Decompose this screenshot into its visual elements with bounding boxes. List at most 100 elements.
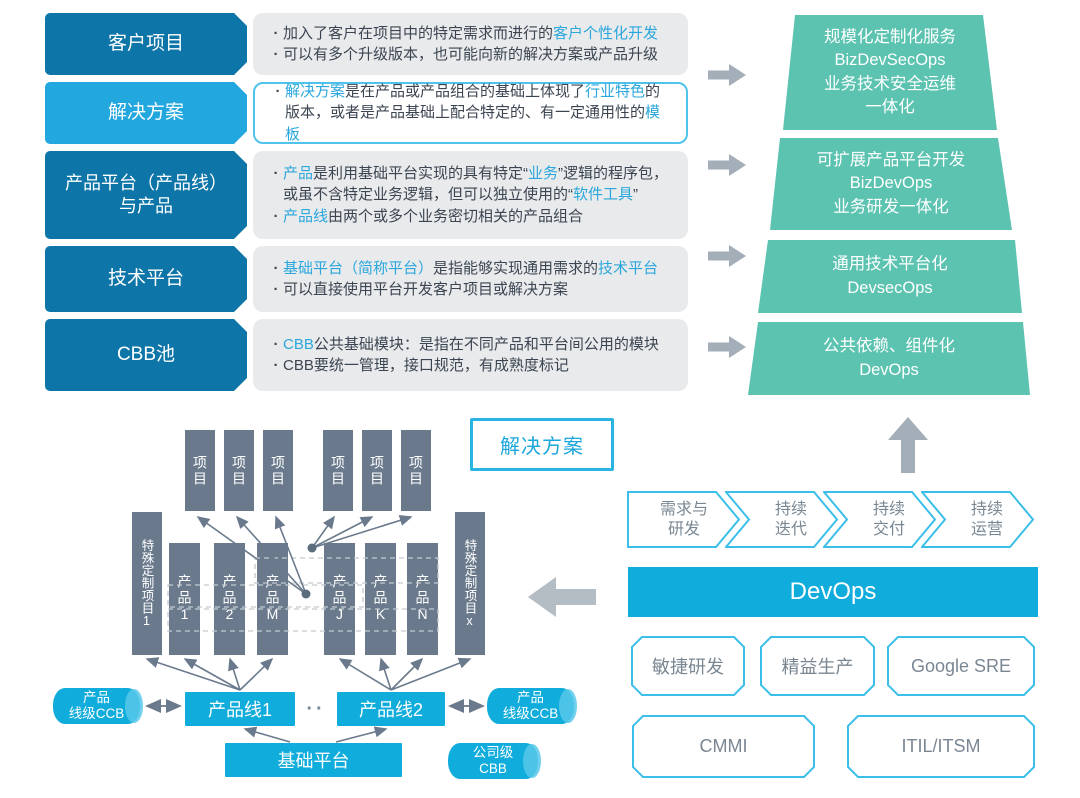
chevron-label: 需求与 研发 [627,491,741,548]
definition-label-text: 技术平台 [107,267,184,289]
funnel-level-text: DevOps [859,360,919,379]
definition-label-cbb-pool: CBB池 [45,319,247,391]
definition-label-text: 产品平台（产品线） [65,172,227,193]
project-bar-label: 项目 [408,454,424,487]
method-box-agile: 敏捷研发 [631,636,745,696]
cylinder-cap [559,689,577,723]
funnel-level-text: 可扩展产品平台开发 [816,151,966,170]
method-box-label: 精益生产 [781,657,854,677]
bullet-item: ·可以有多个升级版本，也可能向新的解决方案或产品升级 [273,46,659,63]
solution-callout-label: 解决方案 [500,436,584,458]
bullet-item: ·产品是利用基础平台实现的具有特定“业务”逻辑的程序包，或虽不含特定业务逻辑，但… [273,165,669,204]
chevron-shape [921,491,1035,548]
method-box-label: 敏捷研发 [652,657,724,677]
definition-label-text: 客户项目 [107,32,184,54]
cylinder-cap [125,689,143,723]
bullet-item: ·基础平台（简称平台）是指能够实现通用需求的技术平台 [273,259,659,277]
definition-label-text-line2: 与产品 [119,196,173,216]
definition-label-text: 解决方案 [107,101,184,123]
chevron-label: 持续 迭代 [725,491,839,548]
ellipsis-text: ·· [306,697,326,720]
definition-desc-customer-project: ·加入了客户在项目中的特定需求而进行的客户个性化开发·可以有多个升级版本，也可能… [253,13,688,75]
framework-box-cmmi: CMMI [632,715,815,778]
product-line-2-label: 产品线2 [358,700,423,720]
definition-bullets: ·基础平台（简称平台）是指能够实现通用需求的技术平台·可以直接使用平台开发客户项… [269,258,674,301]
beveled-box-shape [887,636,1035,696]
definition-label-product-platform: 产品平台（产品线） 与产品 [45,151,247,239]
cylinder-label-line1: 公司级 [472,745,514,761]
cylinder-label-line1: 产品 [517,690,544,706]
product-bar-m: 产品M [257,543,288,655]
definition-desc-tech-platform: ·基础平台（简称平台）是指能够实现通用需求的技术平台·可以直接使用平台开发客户项… [253,246,688,312]
funnel-level-text: 公共依赖、组件化 [823,337,955,356]
platform-to-lines-arrows [243,726,388,743]
definition-label-solution: 解决方案 [45,82,247,144]
framework-box-label: ITIL/ITSM [901,736,981,756]
beveled-box-shape [632,715,815,778]
devops-bar-label: DevOps [789,578,877,605]
project-bar-label: 项目 [270,454,286,487]
funnel-level-3: 通用技术平台化 DevsecOps [758,240,1022,313]
product-line-2-box: 产品线2 [337,692,445,726]
bullet-item: ·CBB要统一管理，接口规范，有成熟度标记 [273,357,569,374]
method-box-google-sre: Google SRE [887,636,1035,696]
method-box-lean: 精益生产 [760,636,875,696]
definition-desc-solution: ·解决方案是在产品或产品组合的基础上体现了行业特色的版本，或者是产品基础上配合特… [253,82,688,144]
chevron-label-line2: 交付 [872,520,905,538]
cylinder-cap [523,744,541,778]
product-bar-n: 产品N [407,543,438,655]
dashed-common-module-bands [167,557,439,632]
special-custom-project-x-bar: 特殊定制项目x [455,512,485,655]
funnel-level-4: 公共依赖、组件化 DevOps [748,322,1030,395]
funnel-level-text: BizDevSecOps [834,51,946,70]
definition-bullets: ·加入了客户在项目中的特定需求而进行的客户个性化开发·可以有多个升级版本，也可能… [269,23,674,66]
product-line-1-box: 产品线1 [185,692,295,726]
project-bar-label: 项目 [369,454,385,487]
base-platform-box: 基础平台 [225,743,402,777]
chevron-label-line1: 持续 [872,500,905,518]
project-bar-label: 项目 [231,454,247,487]
chevron-shape [823,491,937,548]
chevron-continuous-delivery: 持续 交付 [823,491,937,548]
product-bar-k: 产品K [365,543,396,655]
right-arrow-icon [708,245,746,267]
chevron-label: 持续 运营 [921,491,1035,548]
chevron-label-line2: 研发 [667,520,700,538]
chevron-label-line1: 需求与 [659,500,708,518]
project-bar: 项目 [323,430,353,511]
chevron-label-line2: 运营 [970,520,1003,538]
project-bar-label: 项目 [192,454,208,487]
product-line-ccb-cylinder-left: 产品 线级CCB [53,688,143,724]
cylinder-label-line2: 线级CCB [68,706,125,721]
chevron-requirements-rd: 需求与 研发 [627,491,741,548]
beveled-box-shape [631,636,745,696]
definition-label-tech-platform: 技术平台 [45,246,247,312]
funnel-level-text: 业务研发一体化 [833,197,949,216]
bullet-item: ·CBB公共基础模块：是指在不同产品和平台间公用的模块 [273,335,659,353]
base-platform-label: 基础平台 [277,751,350,771]
cylinder-label-line2: 线级CCB [502,706,559,721]
cylinder-label-line2: CBB [479,761,507,776]
project-bar-label: 项目 [330,454,346,487]
special-custom-project-1-bar: 特殊定制项目1 [132,512,162,655]
bullet-item: ·产品线由两个或多个业务密切相关的产品组合 [273,207,584,225]
framework-box-label: CMMI [699,736,748,756]
chevron-label-line1: 持续 [970,500,1003,518]
product-bar-label: 产品J [331,574,348,624]
project-bar: 项目 [224,430,254,511]
product-bar-2: 产品2 [214,543,245,655]
chevron-continuous-operation: 持续 运营 [921,491,1035,548]
project-bar: 项目 [401,430,431,511]
cylinder-label-line1: 产品 [83,690,110,706]
bullet-item: ·解决方案是在产品或产品组合的基础上体现了行业特色的版本，或者是产品基础上配合特… [275,83,661,143]
funnel-level-1: 规模化定制化服务 BizDevSecOps 业务技术安全运维 一体化 [783,15,997,130]
chevron-shape [627,491,741,548]
definition-desc-cbb-pool: ·CBB公共基础模块：是指在不同产品和平台间公用的模块 ·CBB要统一管理，接口规… [253,319,688,391]
definition-desc-product-platform: ·产品是利用基础平台实现的具有特定“业务”逻辑的程序包，或虽不含特定业务逻辑，但… [253,151,688,239]
definition-bullets: ·CBB公共基础模块：是指在不同产品和平台间公用的模块 ·CBB要统一管理，接口规… [269,334,674,377]
line2-to-products-arrows [338,657,472,691]
funnel-level-text: 通用技术平台化 [832,255,948,274]
right-arrow-icon [708,64,746,86]
funnel-level-2: 可扩展产品平台开发 BizDevOps 业务研发一体化 [770,138,1012,230]
method-box-label: Google SRE [910,655,1012,676]
